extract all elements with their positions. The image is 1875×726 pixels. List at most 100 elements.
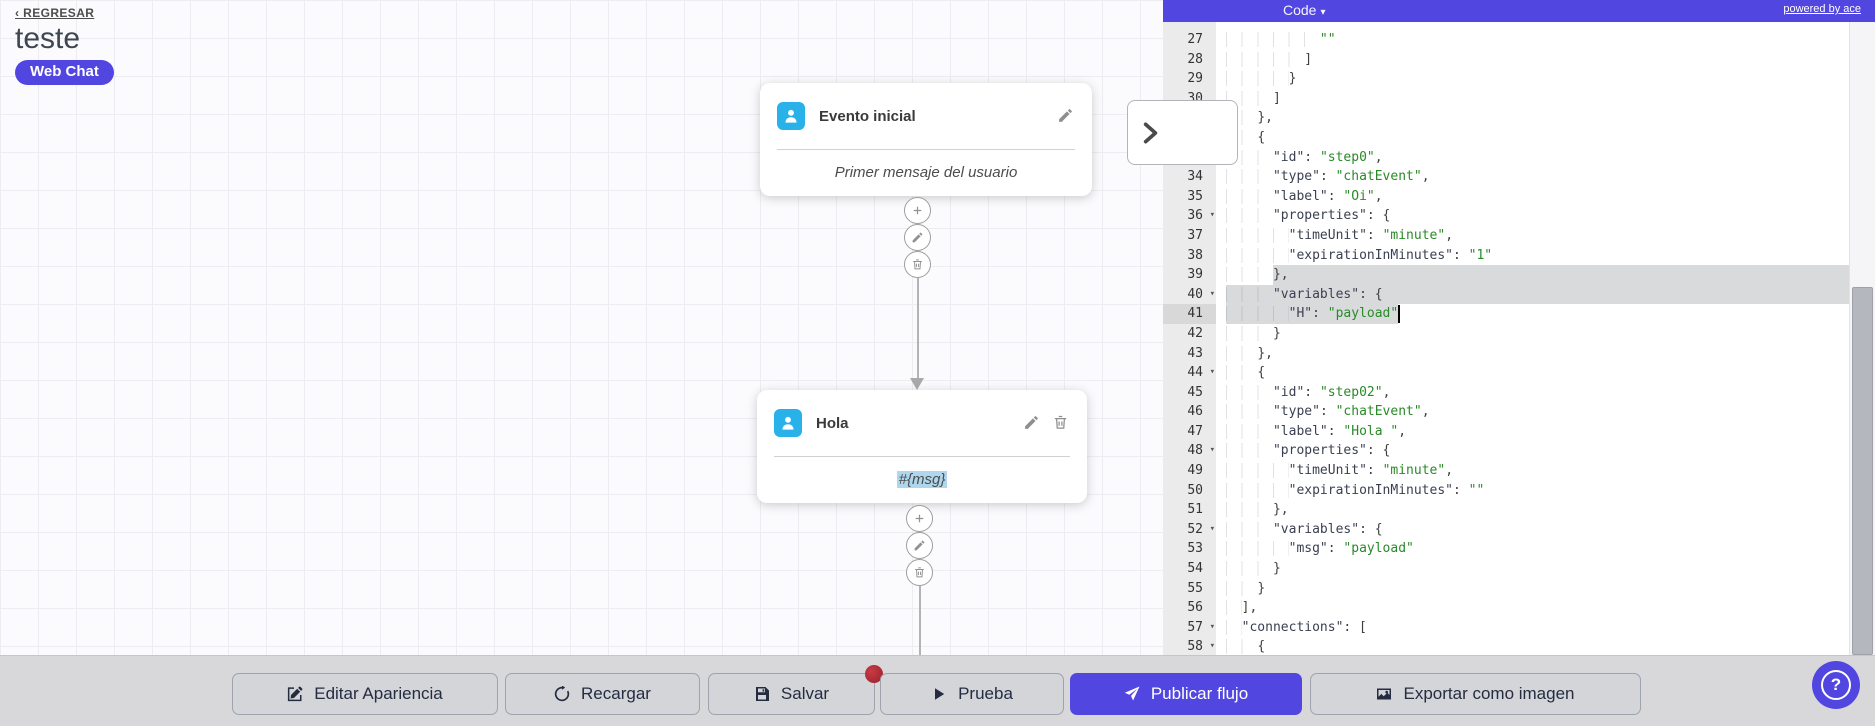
gutter-line-49: 49 — [1187, 463, 1203, 479]
fold-toggle-icon[interactable]: ▾ — [1209, 641, 1215, 652]
button-label: Exportar como imagen — [1403, 684, 1575, 703]
code-line-50[interactable]: "expirationInMinutes": "" — [1216, 481, 1849, 501]
edit-step-button[interactable] — [904, 224, 931, 251]
collapse-panel-button[interactable] — [1127, 100, 1238, 165]
gutter-line-38: 38 — [1187, 247, 1203, 263]
node-title: Evento inicial — [819, 107, 916, 125]
edit-step-button[interactable] — [906, 532, 933, 559]
code-line-56[interactable]: ], — [1216, 598, 1849, 618]
node-header: Hola — [774, 390, 1070, 457]
user-icon — [774, 409, 802, 437]
code-line-48[interactable]: "properties": { — [1216, 441, 1849, 461]
code-line-37[interactable]: "timeUnit": "minute", — [1216, 226, 1849, 246]
code-line-30[interactable]: ] — [1216, 89, 1849, 109]
test-button[interactable]: Prueba — [880, 673, 1064, 715]
code-line-43[interactable]: }, — [1216, 344, 1849, 364]
gutter-line-58: 58▾ — [1163, 637, 1216, 655]
save-icon — [754, 686, 770, 702]
code-line-51[interactable]: }, — [1216, 500, 1849, 520]
add-step-button[interactable] — [904, 197, 931, 224]
text-cursor — [1398, 305, 1401, 324]
chevron-down-icon: ▾ — [1320, 7, 1326, 18]
code-line-31[interactable]: }, — [1216, 108, 1849, 128]
node-message-variable: #{msg} — [896, 471, 948, 488]
node-header: Evento inicial — [777, 83, 1075, 150]
add-step-button[interactable] — [906, 505, 933, 532]
editor-mode-dropdown[interactable]: Code▾ — [1283, 2, 1326, 18]
code-line-27[interactable]: "" — [1216, 30, 1849, 50]
edit-node-icon[interactable] — [1057, 107, 1075, 125]
code-line-47[interactable]: "label": "Hola ", — [1216, 422, 1849, 442]
fold-toggle-icon[interactable]: ▾ — [1209, 445, 1215, 456]
node-hola[interactable]: Hola #{msg} — [757, 390, 1087, 503]
button-label: Prueba — [958, 684, 1013, 703]
connection-line — [919, 586, 921, 655]
help-button[interactable]: ? — [1812, 661, 1860, 709]
code-line-41[interactable]: "H": "payload" — [1216, 304, 1849, 324]
delete-step-button[interactable] — [906, 559, 933, 586]
code-line-39[interactable]: }, — [1216, 265, 1849, 285]
gutter-line-44: 44▾ — [1163, 363, 1216, 383]
delete-node-icon[interactable] — [1052, 414, 1070, 432]
back-link[interactable]: ‹ REGRESAR — [15, 6, 95, 20]
code-line-53[interactable]: "msg": "payload" — [1216, 539, 1849, 559]
fold-toggle-icon[interactable]: ▾ — [1209, 288, 1215, 299]
code-line-44[interactable]: { — [1216, 363, 1849, 383]
gutter-line-39: 39 — [1187, 267, 1203, 283]
delete-step-button[interactable] — [904, 251, 931, 278]
fold-toggle-icon[interactable]: ▾ — [1209, 523, 1215, 534]
edit-square-icon — [287, 686, 303, 702]
code-line-57[interactable]: "connections": [ — [1216, 618, 1849, 638]
send-icon — [1124, 686, 1140, 702]
code-line-28[interactable]: ] — [1216, 50, 1849, 70]
selection-highlight — [1226, 284, 1849, 305]
gutter-line-43: 43 — [1187, 345, 1203, 361]
publish-flow-button[interactable]: Publicar flujo — [1070, 673, 1302, 715]
fold-toggle-icon[interactable]: ▾ — [1209, 367, 1215, 378]
editor-content[interactable]: "" ] } ] }, { "id": "step0", "type": "ch… — [1216, 22, 1849, 655]
code-line-36[interactable]: "properties": { — [1216, 206, 1849, 226]
powered-by-ace-link[interactable]: powered by ace — [1783, 3, 1861, 15]
code-line-40[interactable]: "variables": { — [1216, 284, 1849, 305]
gutter-line-47: 47 — [1187, 423, 1203, 439]
gutter-line-45: 45 — [1187, 384, 1203, 400]
code-line-35[interactable]: "label": "Oi", — [1216, 187, 1849, 207]
code-line-49[interactable]: "timeUnit": "minute", — [1216, 461, 1849, 481]
code-line-55[interactable]: } — [1216, 579, 1849, 599]
gutter-line-52: 52▾ — [1163, 520, 1216, 540]
node-message: Primer mensaje del usuario — [834, 164, 1018, 181]
user-icon — [777, 102, 805, 130]
code-line-42[interactable]: } — [1216, 324, 1849, 344]
code-line-54[interactable]: } — [1216, 559, 1849, 579]
code-line-38[interactable]: "expirationInMinutes": "1" — [1216, 246, 1849, 266]
flow-title: teste — [15, 22, 81, 55]
code-line-45[interactable]: "id": "step02", — [1216, 383, 1849, 403]
gutter-line-55: 55 — [1187, 580, 1203, 596]
code-line-52[interactable]: "variables": { — [1216, 520, 1849, 540]
code-line-58[interactable]: { — [1216, 637, 1849, 655]
editor-scrollbar[interactable] — [1849, 22, 1875, 655]
selection-highlight — [1272, 265, 1849, 285]
reload-button[interactable]: Recargar — [505, 673, 700, 715]
node-title: Hola — [816, 414, 849, 432]
code-line-46[interactable]: "type": "chatEvent", — [1216, 402, 1849, 422]
gutter-line-56: 56 — [1187, 600, 1203, 616]
node-evento-inicial[interactable]: Evento inicial Primer mensaje del usuari… — [760, 83, 1092, 196]
code-line-34[interactable]: "type": "chatEvent", — [1216, 167, 1849, 187]
code-line-29[interactable]: } — [1216, 69, 1849, 89]
edit-appearance-button[interactable]: Editar Apariencia — [232, 673, 498, 715]
gutter-line-54: 54 — [1187, 561, 1203, 577]
scrollbar-thumb[interactable] — [1852, 287, 1873, 655]
code-editor-panel: Code▾ powered by ace 272829303132▾333435… — [1127, 0, 1875, 655]
code-line-33[interactable]: "id": "step0", — [1216, 148, 1849, 168]
code-line-32[interactable]: { — [1216, 128, 1849, 148]
export-image-button[interactable]: Exportar como imagen — [1310, 673, 1641, 715]
connection-arrowhead — [910, 378, 924, 390]
fold-toggle-icon[interactable]: ▾ — [1209, 210, 1215, 221]
fold-toggle-icon[interactable]: ▾ — [1209, 621, 1215, 632]
save-button[interactable]: Salvar — [708, 665, 883, 715]
gutter-line-29: 29 — [1187, 71, 1203, 87]
gutter-line-41: 41 — [1163, 304, 1216, 324]
edit-node-icon[interactable] — [1023, 414, 1041, 432]
